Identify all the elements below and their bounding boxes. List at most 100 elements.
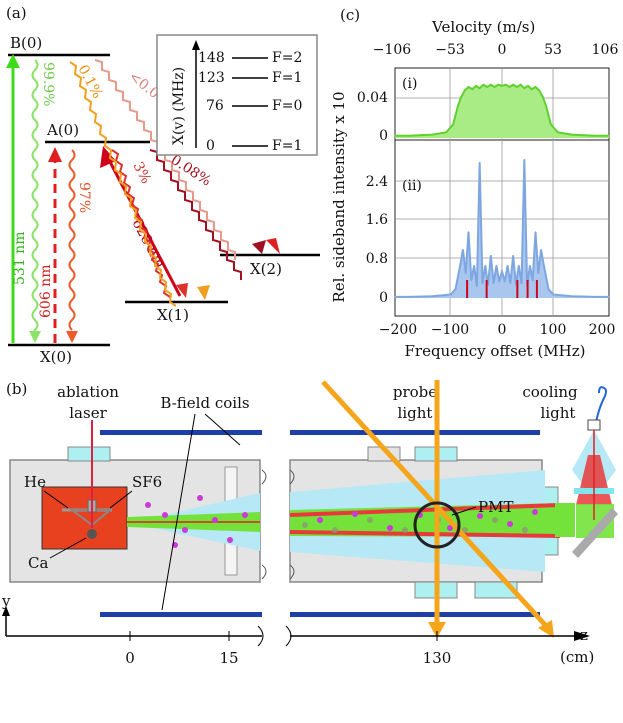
y-axis-label-b: y bbox=[1, 592, 11, 610]
z-tick-label-2: 130 bbox=[423, 649, 452, 667]
inset-energy-0: 148 bbox=[198, 50, 225, 66]
dot bbox=[162, 512, 168, 518]
x1-branch-label: 3% bbox=[129, 159, 154, 186]
spectrum-i-point bbox=[457, 105, 459, 108]
spectrum-i-point bbox=[486, 86, 488, 88]
spectrum-i-point bbox=[478, 87, 481, 89]
probe-beam-diagonal bbox=[321, 380, 550, 630]
spectrum-i-point bbox=[497, 83, 500, 86]
green-arrow-head bbox=[6, 54, 20, 68]
spectrum-i-point bbox=[471, 88, 474, 91]
spectrum-ii-point bbox=[512, 254, 514, 257]
dot bbox=[197, 495, 203, 501]
ca-label: Ca bbox=[28, 554, 48, 572]
dot bbox=[352, 511, 358, 517]
spectrum-i-point bbox=[408, 134, 410, 137]
spectrum-i-point bbox=[431, 133, 434, 136]
spectrum-ii-point bbox=[394, 296, 396, 298]
hyperfine-inset: X(v) (MHz) 148 F=2 123 F=1 76 F=0 0 F=1 bbox=[156, 34, 318, 156]
x2-decay-wave bbox=[149, 149, 242, 280]
pmt-pointer bbox=[451, 506, 477, 516]
inset-f-2: F=0 bbox=[272, 98, 302, 114]
red-decay-wave bbox=[68, 149, 76, 331]
spectrum-ii-point bbox=[517, 264, 520, 267]
z-tick-label-0: 0 bbox=[125, 649, 135, 667]
cooling-label-line1: cooling bbox=[522, 383, 578, 401]
y-axis-label: Rel. sideband intensity x 10 bbox=[330, 91, 348, 302]
spectrum-i-point bbox=[527, 85, 529, 87]
spectrum-i-point bbox=[516, 86, 518, 88]
spectrum-ii-point bbox=[520, 282, 523, 285]
spectrum-i-point bbox=[550, 123, 552, 126]
inset-f-1: F=1 bbox=[272, 70, 302, 86]
orange-branch-label: 0.1% bbox=[74, 62, 105, 101]
spectrum-ii-point bbox=[431, 295, 434, 298]
level-X1-label: X(1) bbox=[157, 306, 189, 324]
dot bbox=[302, 522, 308, 528]
panel-c-label: (c) bbox=[340, 6, 360, 24]
x1-decay-head bbox=[176, 283, 188, 298]
molecule-dots bbox=[145, 495, 538, 548]
probe-vertical-head bbox=[428, 622, 446, 638]
spectrum-ii-point bbox=[608, 296, 610, 298]
dot bbox=[242, 512, 248, 518]
molecule-beam-end bbox=[555, 503, 575, 537]
ca-pointer bbox=[49, 537, 87, 559]
spectrum-i-point bbox=[463, 89, 466, 92]
orange-decay-wave bbox=[69, 61, 177, 307]
spectrum-i-point bbox=[482, 83, 485, 86]
vel-tick-1: −53 bbox=[435, 42, 465, 58]
spectrum-i-point bbox=[493, 86, 496, 88]
spectrum-ii-point bbox=[570, 295, 573, 298]
panel-b-label: (b) bbox=[6, 380, 27, 398]
spectrum-i-point bbox=[504, 83, 507, 86]
orange-decay-head bbox=[197, 285, 210, 300]
spectrum-ii-point bbox=[534, 231, 537, 233]
ii-ytick-3: 0 bbox=[379, 290, 388, 306]
spectrum-i-point bbox=[475, 85, 477, 87]
dot bbox=[212, 517, 218, 523]
bfield-label: B-field coils bbox=[160, 394, 249, 412]
ablation-label-line2: laser bbox=[69, 404, 107, 422]
plot-ii-marks bbox=[394, 158, 610, 298]
dot bbox=[522, 527, 528, 533]
spectrum-ii-point bbox=[464, 272, 467, 275]
ablation-window bbox=[67, 446, 111, 462]
level-A0-label: A(0) bbox=[46, 121, 79, 139]
spectrum-i-point bbox=[445, 131, 447, 134]
spectrum-ii-point bbox=[495, 264, 498, 267]
y-axis-head bbox=[2, 606, 10, 616]
panel-c: (c) Velocity (m/s) −106 −53 0 53 106 Rel… bbox=[330, 6, 618, 360]
he-label: He bbox=[24, 473, 46, 491]
spectrum-ii-point bbox=[478, 161, 481, 164]
spectrum-i-point bbox=[523, 87, 526, 89]
xtick-1: −100 bbox=[431, 322, 469, 338]
fiber-icon bbox=[595, 386, 607, 423]
spectrum-i-point bbox=[542, 96, 544, 98]
spectrum-ii-point bbox=[490, 254, 492, 257]
i-ytick-0: 0.04 bbox=[357, 90, 388, 106]
dot bbox=[507, 521, 513, 527]
velocity-axis-label: Velocity (m/s) bbox=[431, 18, 535, 36]
spectrum-i-point bbox=[530, 88, 533, 91]
spectrum-ii-point bbox=[476, 285, 478, 288]
spectrum-i-point bbox=[534, 86, 537, 88]
spectrum-ii-point bbox=[492, 282, 495, 285]
spectrum-ii-point bbox=[470, 279, 473, 282]
spectrum-ii-point bbox=[529, 264, 531, 267]
pmt-region bbox=[413, 501, 461, 549]
spectrum-ii-point bbox=[481, 282, 484, 285]
red-branch-label: 97% bbox=[76, 182, 92, 213]
spectrum-ii-point bbox=[484, 264, 487, 267]
plot-ii-label: (ii) bbox=[402, 178, 422, 194]
spectrum-ii-point bbox=[594, 296, 596, 298]
spectrum-i-point bbox=[608, 134, 610, 137]
coil-top-right bbox=[290, 430, 540, 435]
i-ytick-1: 0 bbox=[379, 128, 388, 144]
spectrum-ii-point bbox=[462, 248, 464, 251]
ca-target bbox=[87, 529, 97, 539]
panel-b: (b) ablation laser B-field coils probe l… bbox=[1, 380, 618, 667]
ablation-label-line1: ablation bbox=[57, 383, 119, 401]
dot bbox=[477, 513, 483, 519]
